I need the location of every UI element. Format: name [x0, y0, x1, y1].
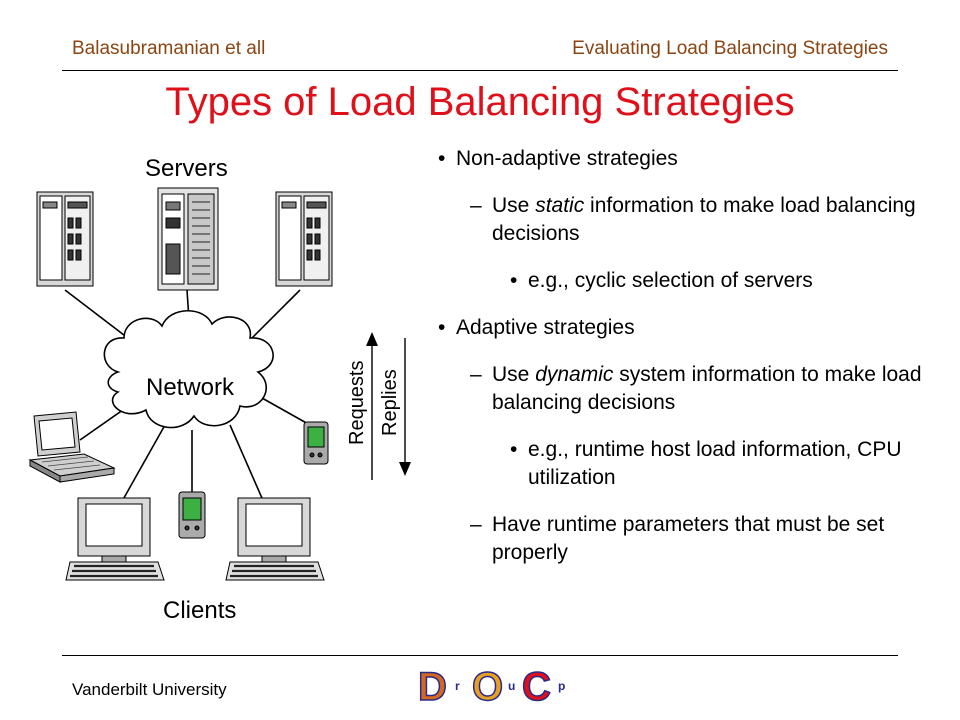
server-middle-icon — [157, 187, 219, 291]
link-client-right — [229, 424, 266, 506]
link-pda-right — [261, 397, 311, 426]
requests-arrow-icon — [366, 332, 378, 480]
header-topic: Evaluating Load Balancing Strategies — [572, 38, 888, 59]
static-emphasis: static — [535, 194, 585, 217]
client-right-icon — [225, 497, 325, 581]
bullet-runtime-params: –Have runtime parameters that must be se… — [470, 513, 885, 564]
replies-arrow-icon — [399, 338, 411, 476]
pda-center-icon — [178, 491, 206, 539]
server-right-icon — [275, 191, 333, 287]
requests-label: Requests — [346, 361, 368, 446]
svg-text:r: r — [455, 679, 460, 693]
dash-marker: – — [470, 194, 482, 217]
svg-text:p: p — [558, 679, 565, 693]
laptop-icon — [28, 411, 116, 483]
bullet-dynamic-info: –Use dynamic system information to make … — [470, 363, 922, 414]
footer-rule — [62, 655, 898, 656]
client-left-icon — [65, 497, 165, 581]
clients-label: Clients — [163, 597, 236, 624]
replies-label: Replies — [379, 369, 401, 436]
bullet-list: Non-adaptive strategies –Use static info… — [438, 145, 938, 586]
header-rule — [62, 70, 898, 71]
server-left-icon — [36, 191, 94, 287]
bullet-static-info: –Use static information to make load bal… — [470, 194, 916, 245]
slide-title: Types of Load Balancing Strategies — [165, 80, 795, 124]
dynamic-emphasis: dynamic — [535, 363, 614, 386]
dash-marker: – — [470, 513, 482, 536]
bullet-nonadaptive: Non-adaptive strategies — [438, 145, 938, 173]
footer-institution: Vanderbilt University — [72, 680, 227, 699]
svg-text:u: u — [508, 679, 515, 693]
svg-text:C: C — [522, 665, 551, 706]
doc-group-logo: D r O u C p — [418, 664, 565, 706]
svg-text:O: O — [472, 665, 503, 706]
link-server-right — [244, 289, 301, 346]
dash-marker: – — [470, 363, 482, 386]
header-author: Balasubramanian et all — [72, 38, 266, 59]
link-client-left — [119, 424, 166, 506]
bullet-dynamic-example: e.g., runtime host load information, CPU… — [438, 436, 938, 492]
bullet-adaptive: Adaptive strategies — [438, 314, 938, 342]
servers-label: Servers — [145, 155, 228, 182]
svg-text:D: D — [418, 665, 447, 706]
network-label: Network — [146, 374, 235, 401]
pda-right-icon — [303, 421, 329, 465]
network-cloud-icon — [103, 310, 274, 429]
network-diagram: Servers — [28, 155, 411, 624]
bullet-static-example: e.g., cyclic selection of servers — [438, 267, 938, 295]
